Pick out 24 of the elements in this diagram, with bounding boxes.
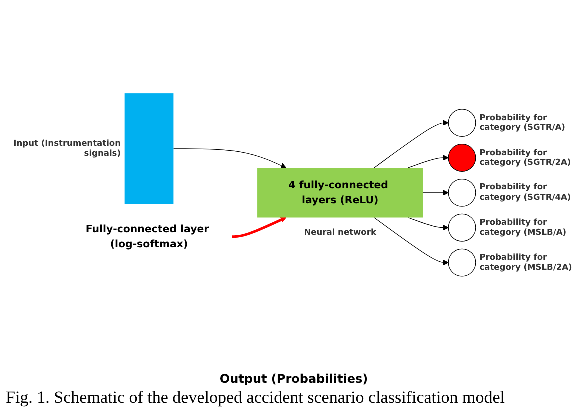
node-caption: Input (Instrumentation signals) xyxy=(12,139,121,159)
arrow xyxy=(232,217,287,238)
arrow xyxy=(408,217,449,231)
node-caption: Probability for category (SGTR/2A) xyxy=(480,148,572,168)
node-text: Fully-connected layer (log-softmax) xyxy=(86,222,210,250)
arrow xyxy=(408,155,449,168)
arrow xyxy=(374,120,449,168)
arrow xyxy=(422,190,449,196)
figure-caption: Fig. 1. Schematic of the developed accident scenario classification model xyxy=(6,388,506,408)
node-circle xyxy=(448,214,476,242)
node-circle xyxy=(448,109,476,137)
axis-label-text: Output (Probabilities) xyxy=(218,372,370,386)
node-circle xyxy=(448,144,476,172)
node-circle xyxy=(448,248,476,277)
arrow xyxy=(374,217,449,266)
node-caption: Neural network xyxy=(304,228,376,238)
arrow xyxy=(173,148,287,169)
node-box: 4 fully-connected layers (ReLU) xyxy=(258,168,424,218)
node-circle xyxy=(448,178,476,207)
node-caption: Probability for category (SGTR/4A) xyxy=(480,182,572,203)
node-bar xyxy=(124,94,174,204)
node-caption: Probability for category (MSLB/2A) xyxy=(480,252,574,273)
node-caption: Probability for category (MSLB/A) xyxy=(480,218,568,238)
node-caption: Probability for category (SGTR/A) xyxy=(480,113,566,133)
